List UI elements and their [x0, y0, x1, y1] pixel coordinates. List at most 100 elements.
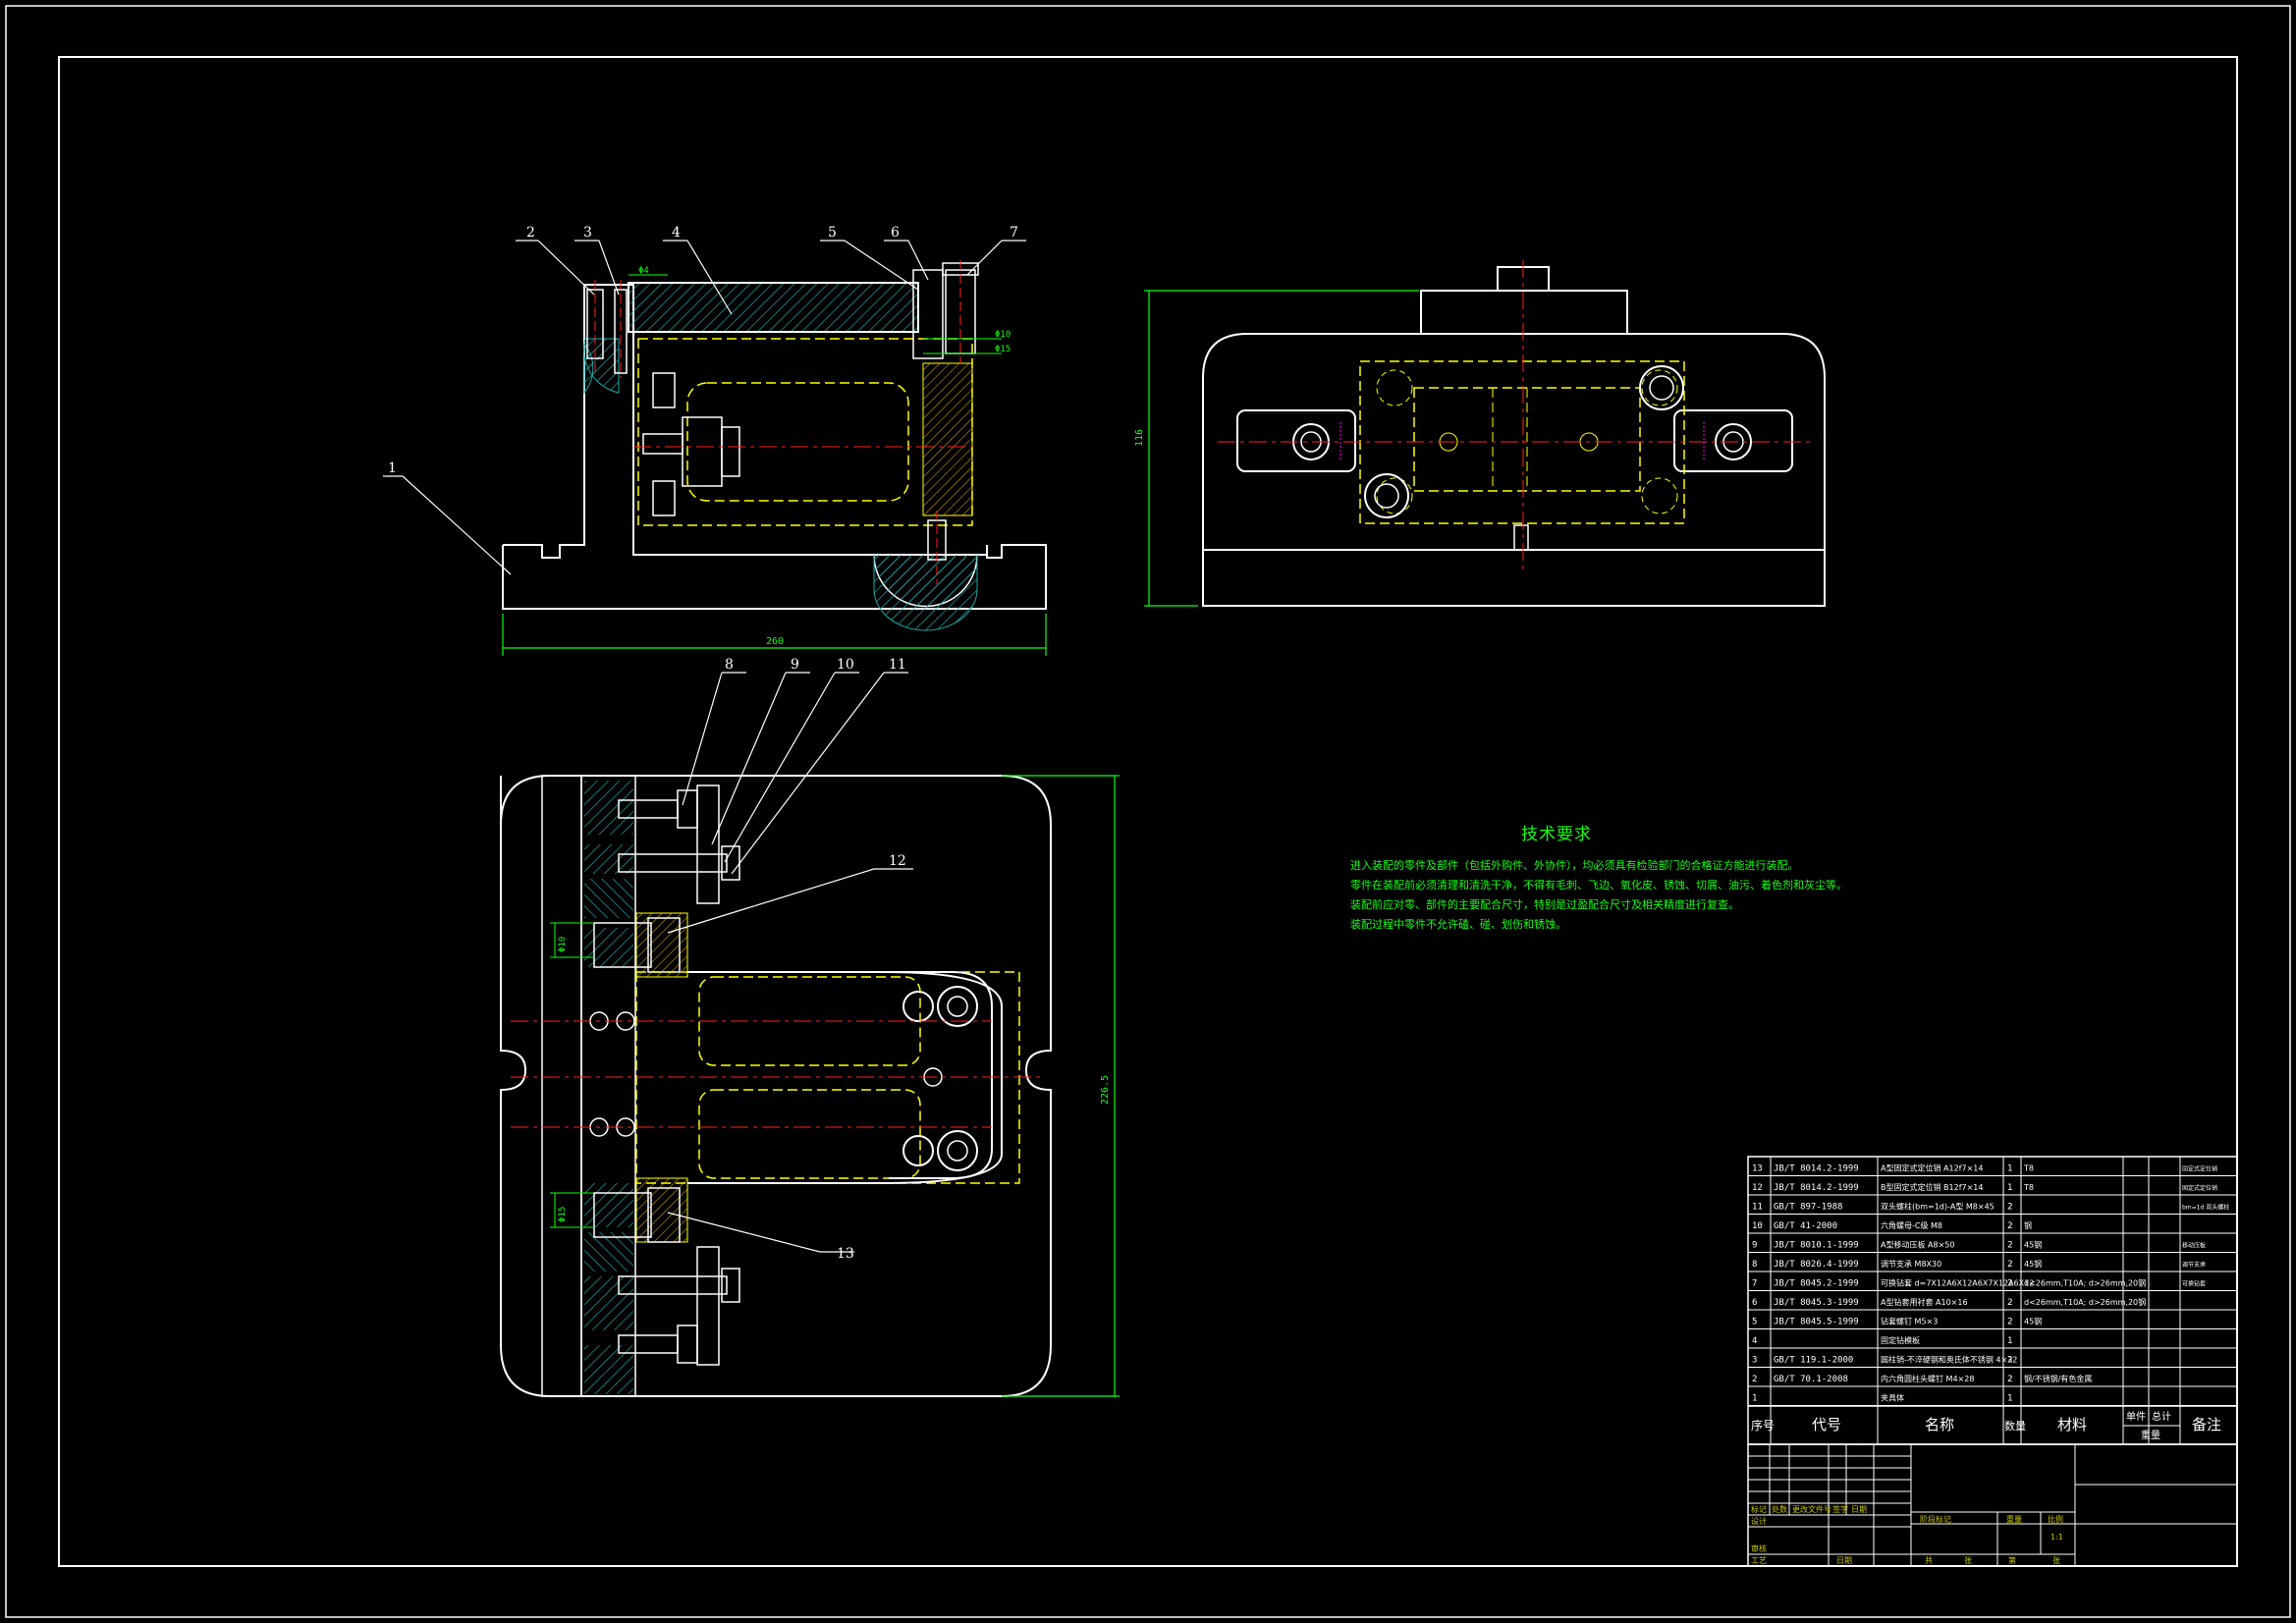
bom-cell-qty: 2 [2007, 1221, 2013, 1231]
bom-cell-note: 移动压板 [2182, 1242, 2206, 1250]
callout-13: 13 [837, 1246, 854, 1262]
callout-4: 4 [672, 225, 681, 241]
front-view: Φ10 Φ15 Φ4 260 2 3 4 5 6 7 1 [383, 225, 1047, 656]
callout-5: 5 [828, 225, 837, 241]
tech-req-line-4: 装配过程中零件不允许磕、碰、划伤和锈蚀。 [1350, 918, 1566, 931]
tech-req-line-2: 零件在装配前必须清理和清洗干净，不得有毛刺、飞边、氧化皮、锈蚀、切屑、油污、着色… [1350, 879, 1847, 892]
bom-header-code: 代号 [1812, 1416, 1841, 1434]
tb-design: 设计 [1751, 1516, 1767, 1526]
bom-cell-name: 钻套螺钉 M5×3 [1881, 1317, 1938, 1326]
tech-req-line-3: 装配前应对零、部件的主要配合尺寸，特别是过盈配合尺寸及相关精度进行复查。 [1350, 898, 1739, 911]
tb-process: 工艺 [1751, 1556, 1767, 1565]
bom-cell-mat: 钢 [2024, 1220, 2032, 1230]
dim-d15-front: Φ15 [995, 345, 1011, 354]
tb-sheets: 张 [1964, 1556, 1972, 1565]
bom-header-name: 名称 [1925, 1416, 1954, 1434]
inner-frame [58, 56, 2238, 1567]
bom-header-note: 备注 [2192, 1416, 2221, 1434]
bom-cell-note: 固定式定位销 [2182, 1184, 2217, 1192]
bom-header-qty: 数量 [2004, 1420, 2026, 1433]
bom-cell-name: A型固定式定位销 A12f7×14 [1881, 1163, 1983, 1173]
bom-cell-mat: 45钢 [2024, 1240, 2042, 1250]
outer-border [5, 5, 2291, 1618]
plan-view: Φ10 Φ15 226.5 8 9 10 11 12 13 [500, 657, 1120, 1397]
dim-226-5: 226.5 [1100, 1075, 1111, 1105]
bom-cell-no: 2 [1752, 1375, 1757, 1384]
bom-cell-no: 12 [1752, 1183, 1763, 1193]
bom-cell-note: 可换钻套 [2182, 1280, 2206, 1288]
dim-260: 260 [766, 636, 784, 647]
bom-cell-qty: 2 [2007, 1375, 2013, 1384]
bom-cell-name: 双头螺柱(bm=1d)-A型 M8×45 [1881, 1202, 1995, 1212]
callout-10: 10 [837, 657, 854, 673]
callout-12: 12 [889, 853, 906, 869]
tb-sheet-no: 第 [2008, 1555, 2016, 1565]
bom-cell-name: 圆柱销-不淬硬钢和奥氏体不锈钢 4×32 [1881, 1355, 2017, 1365]
bom-cell-no: 11 [1752, 1203, 1763, 1213]
bom-cell-code: JB/T 8026.4-1999 [1774, 1260, 1859, 1270]
bom-cell-mat: 45钢 [2024, 1317, 2042, 1326]
dim-d15-plan: Φ15 [558, 1207, 568, 1222]
bom-cell-note: bm=1d 双头螺柱 [2182, 1204, 2229, 1212]
bom-cell-name: A型移动压板 A8×50 [1881, 1240, 1954, 1250]
tb-weight: 重量 [2006, 1514, 2022, 1524]
bom-cell-no: 3 [1752, 1356, 1757, 1366]
bom-cell-code: GB/T 119.1-2000 [1774, 1356, 1853, 1366]
bom-cell-no: 9 [1752, 1241, 1757, 1251]
bom-cell-name: 可换钻套 d=7X12A6X12A6X7X12A6X12 [1881, 1278, 2034, 1288]
tb-sign: 签字 [1832, 1504, 1848, 1514]
bom-cell-no: 4 [1752, 1336, 1757, 1346]
bom-cell-no: 1 [1752, 1394, 1757, 1404]
dim-d4-front: Φ4 [638, 266, 649, 276]
bom-cell-code: JB/T 8045.2-1999 [1774, 1279, 1859, 1289]
callout-7: 7 [1010, 225, 1018, 241]
tb-mark: 标记 [1751, 1504, 1767, 1514]
bom-cell-qty: 1 [2007, 1336, 2013, 1346]
bom-cell-qty: 2 [2007, 1298, 2013, 1308]
callout-3: 3 [583, 225, 592, 241]
bom-cell-no: 5 [1752, 1318, 1757, 1327]
bom-header-mat: 材料 [2057, 1416, 2087, 1434]
bom-cell-no: 13 [1752, 1164, 1763, 1174]
tb-date2: 日期 [1836, 1556, 1852, 1565]
callout-1: 1 [388, 460, 397, 476]
bom-cell-note: 固定式定位销 [2182, 1165, 2217, 1173]
bom-cell-mat: T8 [2023, 1183, 2034, 1192]
bom-cell-mat: T8 [2023, 1164, 2034, 1173]
bom-header-weight: 重量 [2141, 1429, 2160, 1441]
bom-cell-mat: 45钢 [2024, 1259, 2042, 1269]
bom-cell-code: JB/T 8045.5-1999 [1774, 1318, 1859, 1327]
tb-stage: 阶段标记 [1920, 1514, 1951, 1524]
bom-cell-qty: 2 [2007, 1279, 2013, 1289]
tech-req-title: 技术要求 [1521, 825, 1592, 844]
callout-2: 2 [526, 225, 535, 241]
bom-cell-qty: 2 [2007, 1241, 2013, 1251]
bom-cell-name: 六角螺母-C级 M8 [1881, 1220, 1942, 1230]
bom-cell-name: 内六角圆柱头螺钉 M4×28 [1881, 1374, 1974, 1383]
bom-cell-qty: 1 [2007, 1164, 2013, 1174]
bom-cell-qty: 2 [2007, 1318, 2013, 1327]
bom-cell-code: JB/T 8010.1-1999 [1774, 1241, 1859, 1251]
tb-review: 审核 [1751, 1543, 1767, 1553]
bom-cell-mat: d<26mm,T10A; d>26mm,20钢 [2024, 1297, 2146, 1307]
bom-cell-code: GB/T 897-1988 [1774, 1203, 1842, 1213]
bom-cell-code: JB/T 8045.3-1999 [1774, 1298, 1859, 1308]
bom-cell-no: 7 [1752, 1279, 1757, 1289]
bom-header-unit: 单件 [2126, 1411, 2146, 1423]
bom-cell-qty: 2 [2007, 1356, 2013, 1366]
callout-11: 11 [889, 657, 906, 673]
title-block: 标记 处数 更改文件号 签字 日期 设计 审核 工艺 日期 阶段标记 重量 比例… [1747, 1443, 2238, 1567]
bom-cell-qty: 2 [2007, 1203, 2013, 1213]
bom-cell-qty: 2 [2007, 1260, 2013, 1270]
bom-cell-qty: 1 [2007, 1394, 2013, 1404]
bom-header-total: 总计 [2152, 1410, 2171, 1423]
dim-116: 116 [1134, 429, 1145, 447]
dim-d10-plan: Φ10 [558, 937, 568, 952]
tb-scale-val: 1:1 [2050, 1533, 2063, 1542]
tb-date: 日期 [1851, 1505, 1867, 1514]
dim-d10-front: Φ10 [995, 330, 1011, 340]
bom-cell-name: B型固定式定位销 B12f7×14 [1881, 1182, 1984, 1192]
bom-cell-code: JB/T 8014.2-1999 [1774, 1183, 1859, 1193]
